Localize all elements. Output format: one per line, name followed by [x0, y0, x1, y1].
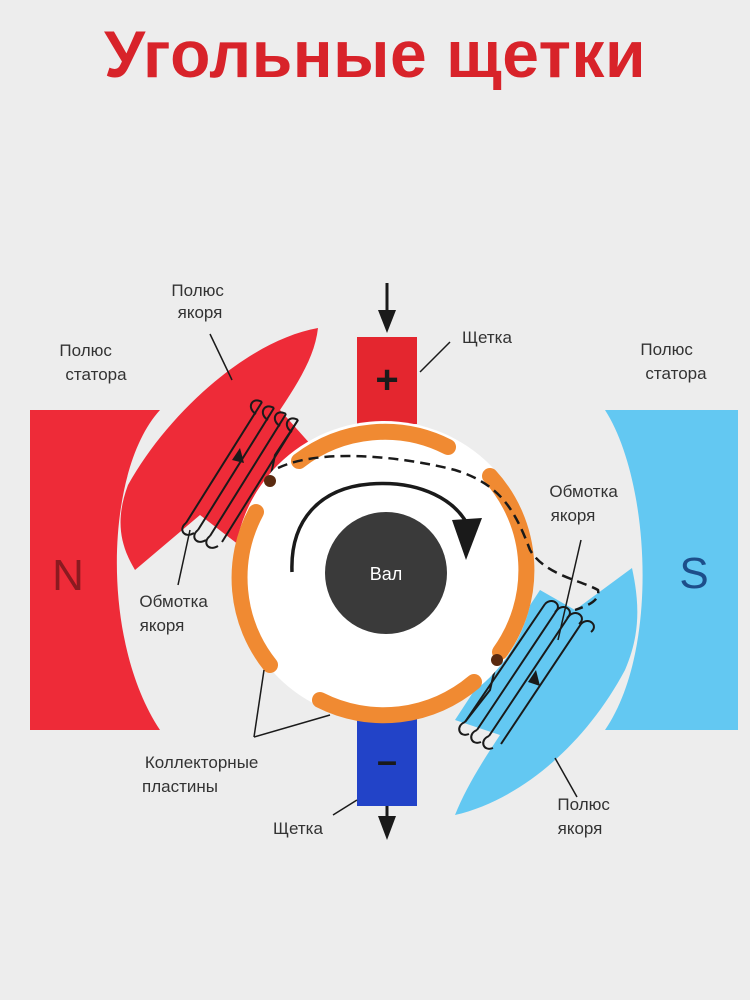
- leader-lines: [177, 333, 582, 816]
- stator-south: [605, 410, 738, 730]
- brush-minus: [357, 718, 417, 806]
- current-path: [277, 454, 600, 612]
- svg-text:Полюс статора: Полюс статора: [640, 340, 707, 383]
- armature-pole-bottom-label-1: Полюс: [557, 795, 610, 814]
- contact-dot: [264, 475, 276, 487]
- contact-dot: [491, 654, 503, 666]
- shaft-label: Вал: [370, 564, 403, 584]
- stator-south-letter: S: [679, 549, 708, 598]
- svg-text:Полюс якоря: Полюс якоря: [557, 795, 614, 838]
- svg-text:Полюс статора: Полюс статора: [59, 341, 127, 384]
- armature-pole-top-label-1: Полюс: [171, 281, 224, 300]
- commutator-plates: [231, 423, 535, 724]
- stator-left-label-1: Полюс: [59, 341, 112, 360]
- winding-right-label-2: якоря: [551, 506, 596, 525]
- brush-minus-sign: –: [377, 740, 397, 781]
- winding-left-label-2: якоря: [140, 616, 185, 635]
- arrow-down-icon: [378, 283, 396, 333]
- winding-left: [181, 399, 299, 549]
- brush-plus: [357, 337, 417, 424]
- commutator-plates-label-2: пластины: [142, 777, 218, 796]
- armature-pole-bottom-label-2: якоря: [558, 819, 603, 838]
- armature-pole-bottom: [455, 568, 638, 815]
- svg-text:Обмотка якоря: Обмотка якоря: [139, 592, 212, 635]
- arrow-down-icon: [378, 806, 396, 840]
- svg-text:Полюс якоря: Полюс якоря: [171, 281, 228, 322]
- svg-text:Обмотка якоря: Обмотка якоря: [549, 482, 622, 525]
- winding-right-label-1: Обмотка: [549, 482, 618, 501]
- shaft: [325, 512, 447, 634]
- brush-plus-sign: +: [375, 358, 398, 402]
- page-title: Угольные щетки: [103, 17, 647, 91]
- stator-north-letter: N: [52, 551, 84, 600]
- stator-left-label-2: статора: [65, 365, 127, 384]
- rotation-arrow-icon: [290, 481, 482, 573]
- stator-right-label-2: статора: [645, 364, 707, 383]
- svg-text:Коллекторные пластины: Коллекторные пластины: [142, 753, 263, 796]
- commutator-plates-label-1: Коллекторные: [145, 753, 258, 772]
- brush-top-label: Щетка: [462, 328, 512, 347]
- stator-right-label-1: Полюс: [640, 340, 693, 359]
- brush-bottom-label: Щетка: [273, 819, 323, 838]
- stator-north: [30, 410, 160, 730]
- armature-pole-top-label-2: якоря: [178, 303, 223, 322]
- winding-left-label-1: Обмотка: [139, 592, 208, 611]
